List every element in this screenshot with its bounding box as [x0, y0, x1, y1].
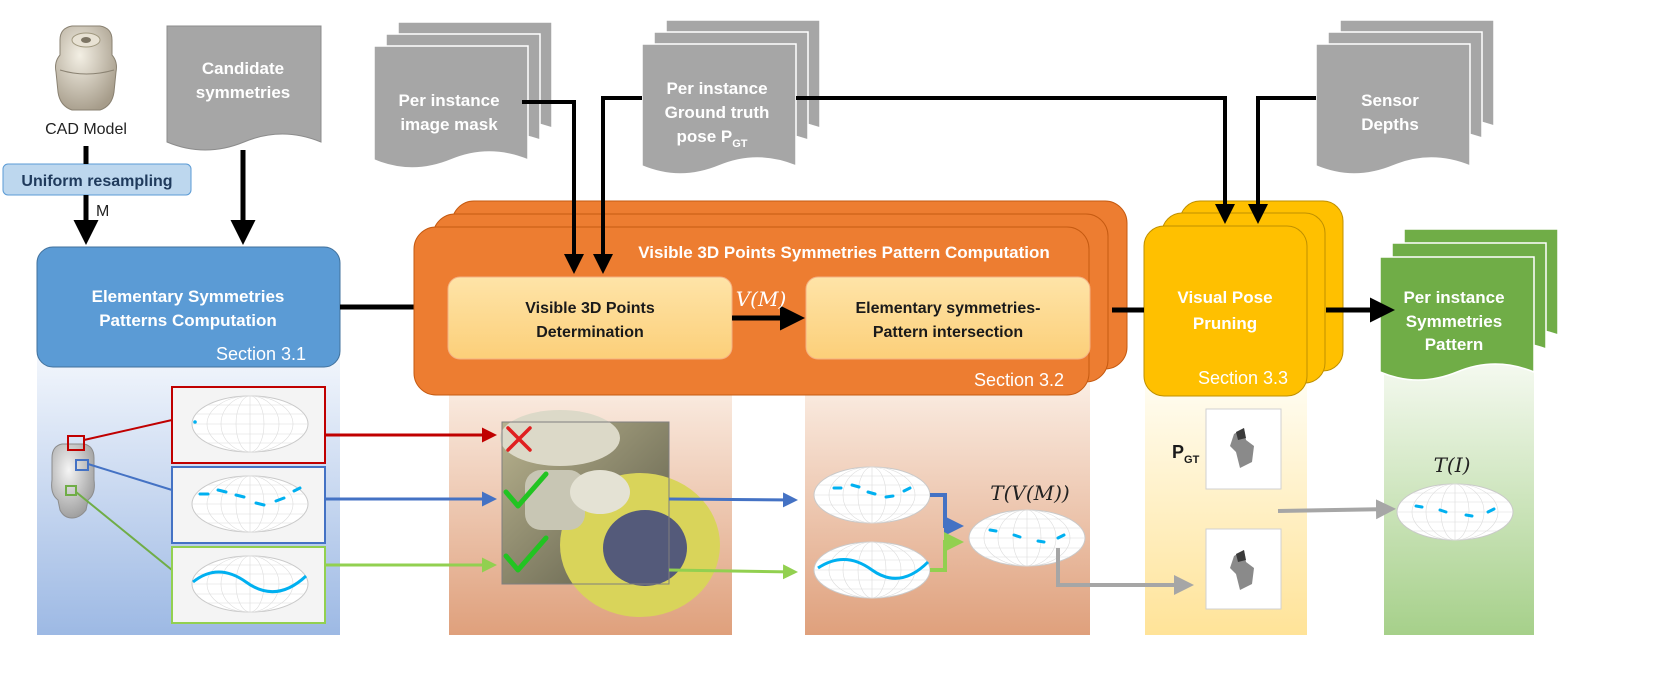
candidate-symmetries-doc [166, 25, 322, 151]
cad-model-label: CAD Model [45, 121, 127, 138]
pattern-intersection-line1: Elementary symmetries- [856, 300, 1041, 317]
arrow-blue-merge [930, 493, 964, 536]
resampling-output-label: M [96, 203, 109, 220]
output-title-line3: Pattern [1425, 335, 1484, 354]
stage2-step-pattern-intersection [805, 276, 1091, 360]
intersection-dashes-blue [832, 483, 912, 499]
connector-blue [87, 463, 173, 491]
pose-label-main: P [1172, 442, 1184, 462]
cad-model-icon [55, 25, 117, 111]
check-mark-icon-2 [503, 535, 549, 573]
intersection-curve-green [817, 558, 930, 580]
connector-green [75, 491, 173, 571]
stage2-title: Visible 3D Points Symmetries Pattern Com… [638, 243, 1050, 262]
sensor-depths-line1: Sensor [1361, 91, 1419, 110]
output-result-globe [1396, 483, 1514, 541]
ground-truth-line1: Per instance [666, 79, 767, 98]
intersection-result-dashes [988, 528, 1066, 544]
visible-points-line2: Determination [536, 324, 644, 341]
arrow-gray-to-pose2 [1056, 548, 1194, 595]
pose-thumbnail-gt [1205, 408, 1282, 490]
stage2-section-label: Section 3.2 [974, 370, 1064, 390]
pattern-globe-blue [191, 475, 309, 533]
ground-truth-line3: pose PGT [676, 127, 747, 150]
intersection-globe-blue [813, 466, 931, 524]
arrow-photo-blue-to-pattern [668, 492, 798, 508]
pattern-curve-green [192, 570, 308, 594]
image-mask-line2: image mask [400, 115, 498, 134]
stage3-section-label: Section 3.3 [1198, 368, 1288, 388]
image-mask-line1: Per instance [398, 91, 499, 110]
arrow-depths-to-pruning [1248, 96, 1316, 224]
arrow-mask-to-visible [522, 100, 584, 274]
uniform-resampling-box [2, 163, 192, 196]
stage1-section-label: Section 3.1 [216, 344, 306, 364]
stage1-title-line1: Elementary Symmetries [92, 287, 285, 306]
intersection-result-globe [968, 509, 1086, 567]
arrow-gt-to-pruning [796, 96, 1235, 224]
output-result-label: T(I) [1434, 453, 1471, 477]
stage2-step-visible-points [447, 276, 733, 360]
connector-red [83, 419, 173, 441]
output-title-line2: Symmetries [1406, 312, 1502, 331]
output-title-line1: Per instance [1403, 288, 1504, 307]
image-mask-doc-stack [373, 21, 553, 169]
arrow-green-merge [930, 532, 964, 572]
pose-label: PGT [1172, 442, 1200, 466]
stage3-title-line2: Pruning [1193, 314, 1257, 333]
pattern-intersection-line2: Pattern intersection [873, 324, 1023, 341]
ground-truth-doc-stack [641, 19, 821, 175]
candidate-symmetries-line1: Candidate [202, 59, 284, 78]
pose-thumbnail-candidate [1205, 528, 1282, 610]
ground-truth-pose-subscript: GT [732, 138, 748, 150]
output-doc-stack [1379, 228, 1559, 381]
intersection-result-label: T(V(M)) [990, 481, 1069, 505]
pose-label-subscript: GT [1184, 454, 1200, 466]
cross-mark-icon [506, 426, 532, 452]
arrow-photo-green-to-pattern [668, 564, 798, 580]
ground-truth-pose-label: pose P [676, 127, 732, 146]
pattern-point-red [193, 420, 197, 424]
arrow-gray-to-output [1277, 499, 1396, 520]
visible-points-line1: Visible 3D Points [525, 300, 655, 317]
sensor-depths-doc-stack [1315, 19, 1495, 175]
stage3-box-stack [1143, 200, 1344, 397]
scene-photo [500, 410, 720, 617]
uniform-resampling-label: Uniform resampling [21, 173, 172, 190]
output-result-dashes [1414, 504, 1496, 518]
arrow-gt-to-visible [593, 96, 642, 274]
candidate-symmetries-line2: symmetries [196, 83, 291, 102]
visible-points-edge-label: V(M) [736, 287, 787, 311]
pattern-globe-red [191, 395, 309, 453]
stage3-title-line1: Visual Pose [1177, 288, 1272, 307]
ground-truth-line2: Ground truth [665, 103, 770, 122]
sensor-depths-line2: Depths [1361, 115, 1419, 134]
check-mark-icon-1 [503, 471, 549, 509]
pattern-dashes-blue [198, 486, 302, 507]
stage1-title-line2: Patterns Computation [99, 311, 277, 330]
